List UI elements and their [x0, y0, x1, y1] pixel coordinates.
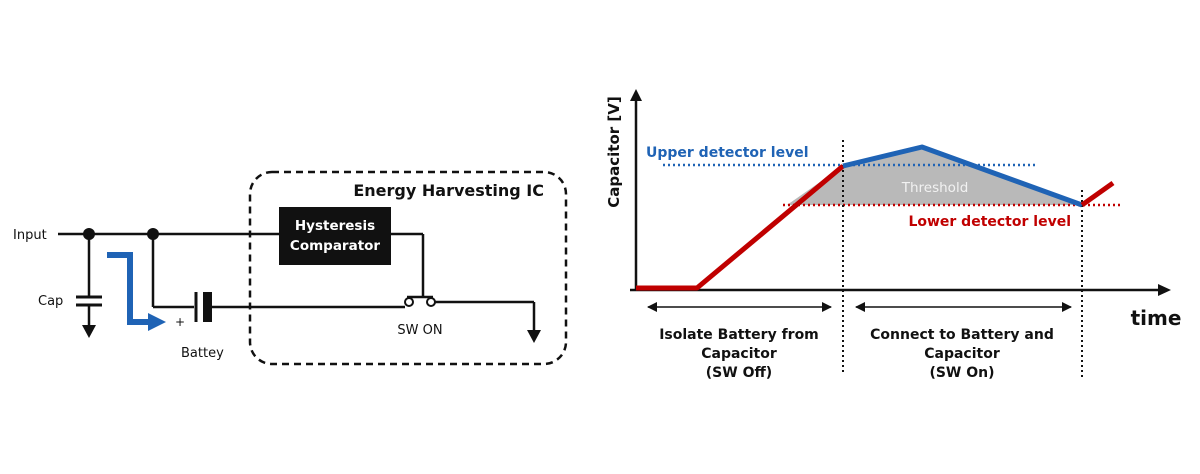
switch-symbol: [404, 295, 436, 307]
phase-2-text-1: Connect to Battery and: [870, 327, 1054, 343]
circuit-diagram: Energy Harvesting IC Hysteresis Comparat…: [13, 170, 568, 366]
switch-label: SW ON: [397, 323, 442, 338]
charging-curve: [636, 164, 845, 291]
cap-ground-arrow: [82, 325, 96, 338]
phase-2-text-3: (SW On): [929, 365, 994, 381]
phase-2-arrow: [855, 302, 1072, 312]
battery-plus: +: [175, 315, 185, 329]
capacitor-symbol: [76, 234, 102, 338]
ground-arrow-right: [527, 330, 541, 343]
cap-label: Cap: [38, 294, 63, 309]
phase-1-text-2: Capacitor: [701, 346, 777, 362]
y-axis-arrowhead: [630, 89, 642, 101]
phase-2-text-2: Capacitor: [924, 346, 1000, 362]
discharge-curve: [842, 144, 1083, 208]
comparator-label-2: Comparator: [290, 238, 381, 254]
x-axis-arrowhead: [1158, 284, 1171, 296]
threshold-label: Threshold: [901, 180, 969, 196]
current-flow-arrow: [107, 252, 150, 325]
upper-detector-label: Upper detector level: [646, 145, 809, 161]
lower-detector-label: Lower detector level: [908, 214, 1071, 230]
voltage-graph: Threshold Upper detector level Lower det…: [605, 89, 1181, 381]
threshold-region: [787, 147, 1082, 205]
comparator-box: [279, 207, 391, 265]
phase-1-arrow: [647, 302, 832, 312]
phase-1-text-1: Isolate Battery from: [659, 327, 819, 343]
x-axis-label: time: [1131, 306, 1182, 330]
comparator-label-1: Hysteresis: [295, 218, 375, 234]
ic-boundary: [248, 170, 568, 366]
recharge-curve: [1080, 180, 1115, 208]
phase-1-text-3: (SW Off): [706, 365, 772, 381]
battery-label: Battey: [181, 346, 224, 361]
ic-title: Energy Harvesting IC: [353, 181, 544, 200]
battery-symbol: [194, 292, 212, 322]
y-axis-label: Capacitor [V]: [605, 96, 623, 207]
current-flow-arrowhead: [148, 313, 166, 331]
input-label: Input: [13, 228, 47, 243]
